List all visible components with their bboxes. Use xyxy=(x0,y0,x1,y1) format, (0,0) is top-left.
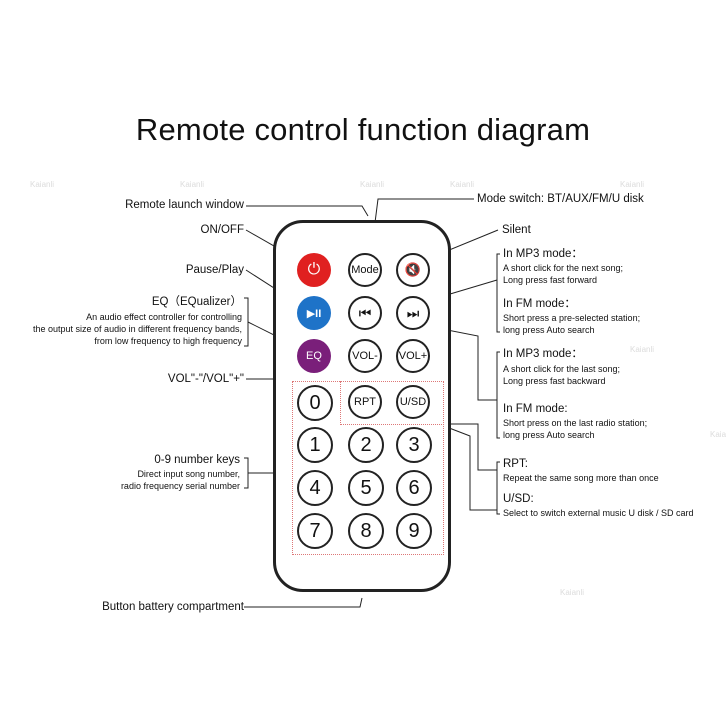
next-button[interactable]: ⏭ xyxy=(396,296,430,330)
label-next-mp3-title: In MP3 mode： xyxy=(503,248,583,260)
label-eq-desc-1: An audio effect controller for controlli… xyxy=(86,312,242,322)
label-eq-title: EQ（EQualizer） xyxy=(151,296,242,308)
watermark: Kaianli xyxy=(180,180,205,189)
label-usd-title: U/SD: xyxy=(503,493,534,505)
label-eq-desc-2: the output size of audio in different fr… xyxy=(33,324,242,334)
label-rpt-desc: Repeat the same song more than once xyxy=(503,473,659,483)
number-4-button[interactable]: 4 xyxy=(297,470,333,506)
label-prev-mp3-1: A short click for the last song; xyxy=(503,364,621,374)
mode-button[interactable]: Mode xyxy=(348,253,382,287)
label-prev-fm-title: In FM mode: xyxy=(503,403,568,415)
label-silent: Silent xyxy=(502,224,531,236)
label-next-mp3-2: Long press fast forward xyxy=(503,275,598,285)
label-prev-mp3-2: Long press fast backward xyxy=(503,376,606,386)
previous-icon: ⏮ xyxy=(358,304,372,321)
number-9-button[interactable]: 9 xyxy=(396,513,432,549)
label-rpt-title: RPT: xyxy=(503,458,528,470)
play-pause-icon: ▶II xyxy=(306,307,322,320)
repeat-button[interactable]: RPT xyxy=(348,385,382,419)
previous-button[interactable]: ⏮ xyxy=(348,296,382,330)
number-2-button[interactable]: 2 xyxy=(348,427,384,463)
label-volume: VOL"-"/VOL"+" xyxy=(167,373,244,385)
next-icon: ⏭ xyxy=(406,304,420,321)
mute-button[interactable]: 🔇 xyxy=(396,253,430,287)
eq-button[interactable]: EQ xyxy=(297,339,331,373)
power-icon: ⏻ xyxy=(307,261,321,278)
volume-down-button[interactable]: VOL- xyxy=(348,339,382,373)
number-0-button[interactable]: 0 xyxy=(297,385,333,421)
label-prev-fm-1: Short press on the last radio station; xyxy=(503,418,648,428)
usd-button[interactable]: U/SD xyxy=(396,385,430,419)
watermark: Kaianli xyxy=(630,345,655,354)
label-mode-switch: Mode switch: BT/AUX/FM/U disk xyxy=(477,193,644,205)
label-usd-desc: Select to switch external music U disk /… xyxy=(503,508,694,518)
play-pause-button[interactable]: ▶II xyxy=(297,296,331,330)
number-8-button[interactable]: 8 xyxy=(348,513,384,549)
watermark: Kaianli xyxy=(30,180,55,189)
watermark: Kaianli xyxy=(710,430,726,439)
label-pause-play: Pause/Play xyxy=(185,264,244,276)
watermark: Kaianli xyxy=(360,180,385,189)
watermark: Kaianli xyxy=(560,588,585,597)
label-next-fm-2: long press Auto search xyxy=(503,325,595,335)
number-6-button[interactable]: 6 xyxy=(396,470,432,506)
watermark: Kaianli xyxy=(620,180,645,189)
rpt-usd-area xyxy=(340,381,444,425)
label-prev-fm-2: long press Auto search xyxy=(503,430,595,440)
label-eq-desc-3: from low frequency to high frequency xyxy=(94,336,242,346)
label-next-mp3-1: A short click for the next song; xyxy=(503,263,624,273)
label-number-desc-2: radio frequency serial number xyxy=(120,481,240,491)
volume-up-button[interactable]: VOL+ xyxy=(396,339,430,373)
page-title: Remote control function diagram xyxy=(135,112,591,147)
power-button[interactable]: ⏻ xyxy=(297,253,331,287)
label-next-fm-1: Short press a pre-selected station; xyxy=(503,313,641,323)
number-7-button[interactable]: 7 xyxy=(297,513,333,549)
label-battery: Button battery compartment xyxy=(102,601,244,613)
label-number-keys: 0-9 number keys xyxy=(154,454,240,466)
mute-icon: 🔇 xyxy=(404,262,422,277)
watermark: Kaianli xyxy=(450,180,475,189)
label-onoff: ON/OFF xyxy=(200,224,244,236)
number-3-button[interactable]: 3 xyxy=(396,427,432,463)
label-launch-window: Remote launch window xyxy=(125,199,244,211)
number-5-button[interactable]: 5 xyxy=(348,470,384,506)
label-next-fm-title: In FM mode： xyxy=(503,298,576,310)
label-prev-mp3-title: In MP3 mode： xyxy=(503,348,583,360)
label-number-desc-1: Direct input song number, xyxy=(137,469,240,479)
number-1-button[interactable]: 1 xyxy=(297,427,333,463)
